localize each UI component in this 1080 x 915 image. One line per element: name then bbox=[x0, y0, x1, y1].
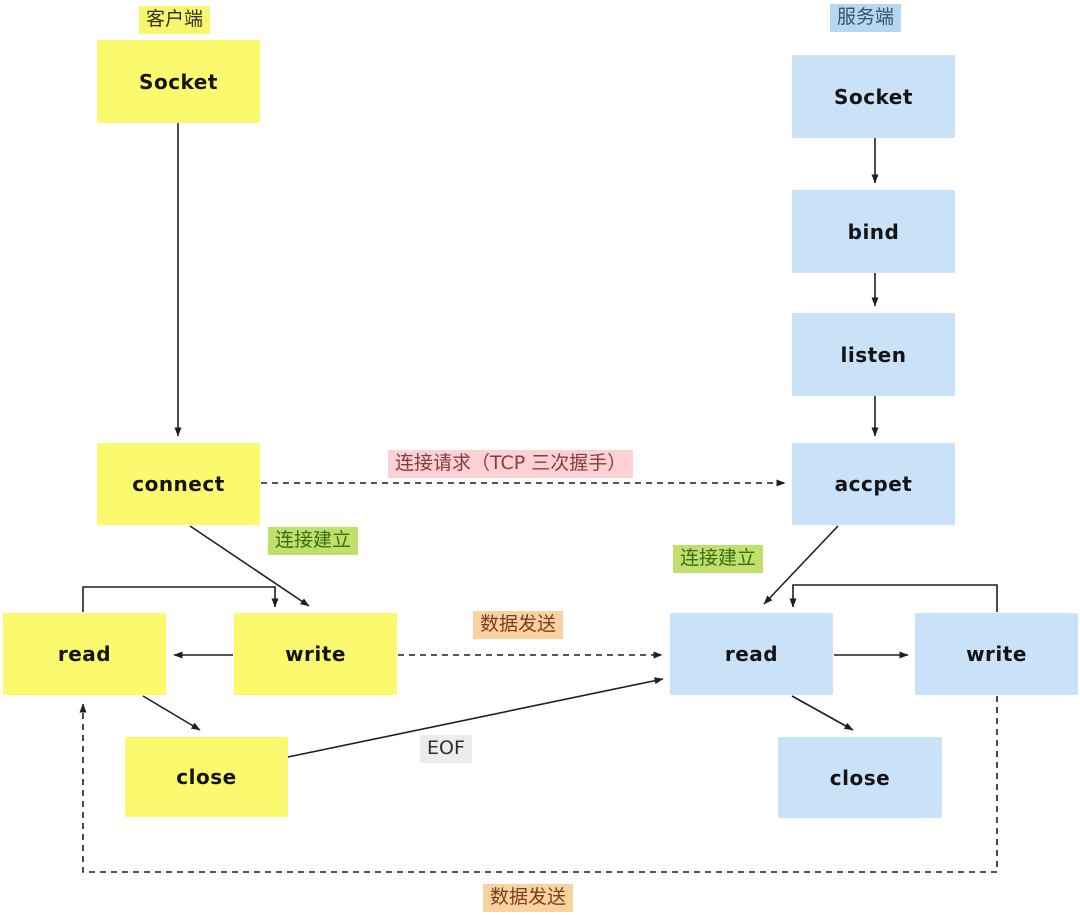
client-socket-node: Socket bbox=[97, 40, 260, 123]
edge-server-write-return-to-client-read-dashed bbox=[79, 696, 998, 873]
server-close-node: close bbox=[778, 737, 942, 818]
edge-server-accpet-to-read bbox=[763, 525, 839, 605]
server-socket-node: Socket bbox=[792, 55, 955, 138]
data-send-bottom-label: 数据发送 bbox=[483, 884, 574, 912]
edge-server-write-loop-to-read bbox=[789, 584, 998, 612]
edge-client-read-to-close bbox=[142, 695, 201, 731]
server-accpet-node: accpet bbox=[792, 443, 955, 525]
client-connect-node: connect bbox=[97, 443, 260, 525]
client-close-node: close bbox=[125, 737, 288, 817]
conn-established-server-label: 连接建立 bbox=[673, 545, 764, 573]
data-send-top-label: 数据发送 bbox=[473, 611, 564, 639]
conn-request-label: 连接请求（TCP 三次握手） bbox=[388, 450, 634, 478]
server-bind-node: bind bbox=[792, 190, 955, 273]
edge-client-read-loop-to-write bbox=[82, 586, 279, 612]
server-listen-node: listen bbox=[792, 313, 955, 396]
edge-client-close-eof-to-server-read bbox=[287, 677, 664, 758]
server-header-label: 服务端 bbox=[830, 4, 902, 32]
server-write-node: write bbox=[915, 613, 1078, 695]
conn-established-client-label: 连接建立 bbox=[268, 527, 359, 555]
client-write-node: write bbox=[234, 613, 397, 695]
client-header-label: 客户端 bbox=[139, 6, 211, 34]
eof-label: EOF bbox=[420, 735, 472, 763]
edge-server-read-to-close bbox=[791, 695, 854, 731]
edge-client-connect-to-write bbox=[189, 525, 310, 607]
server-read-node: read bbox=[670, 613, 833, 695]
client-read-node: read bbox=[3, 613, 166, 695]
